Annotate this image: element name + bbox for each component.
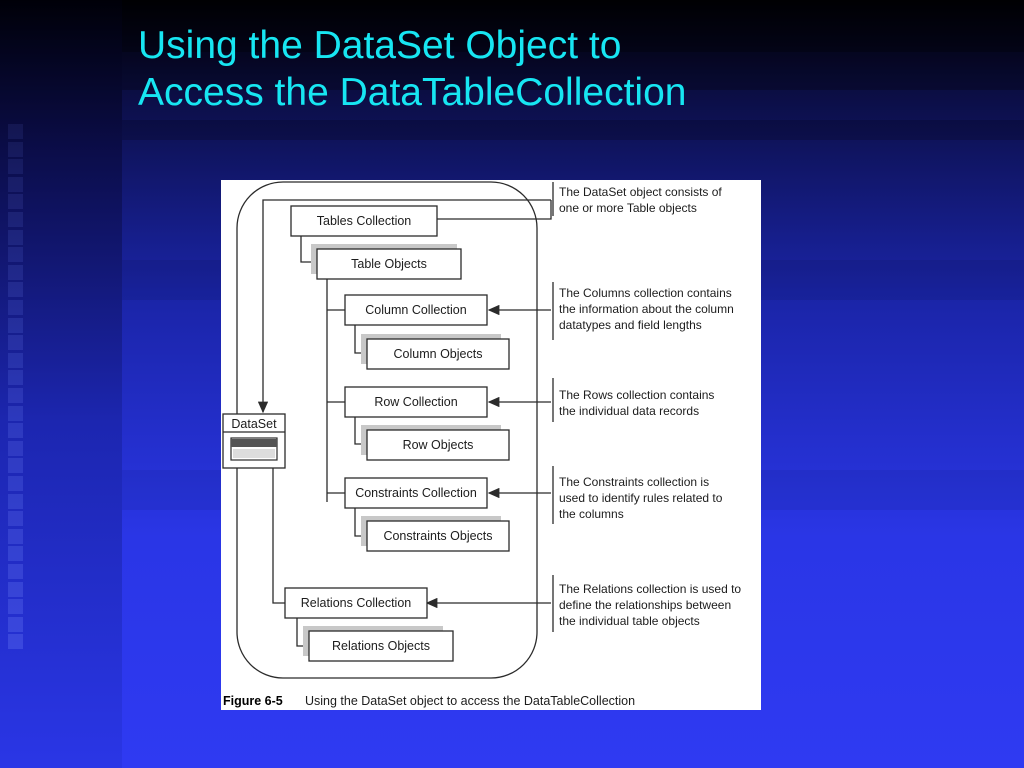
diagram-svg: DataSet Tables Collection Table Objects … xyxy=(222,181,741,708)
annotation-line: The Relations collection is used to xyxy=(559,582,741,596)
decor-square xyxy=(8,440,23,456)
annotation-dataset: The DataSet object consists of one or mo… xyxy=(559,185,722,215)
relations-objects-box: Relations Objects xyxy=(303,626,454,662)
annotation-line: The Columns collection contains xyxy=(559,286,732,300)
annotation-line: The Rows collection contains xyxy=(559,388,714,402)
decor-square xyxy=(8,212,23,227)
annotation-line: datatypes and field lengths xyxy=(559,318,702,332)
decor-square xyxy=(8,528,23,544)
decor-square xyxy=(8,229,23,245)
dataset-label: DataSet xyxy=(231,417,277,431)
table-objects-label: Table Objects xyxy=(351,257,427,271)
side-decoration-strip xyxy=(0,0,122,768)
tree-connectors xyxy=(272,236,367,647)
column-collection-box: Column Collection xyxy=(344,294,488,326)
annotation-columns: The Columns collection contains the info… xyxy=(559,286,734,332)
column-collection-label: Column Collection xyxy=(365,303,466,317)
constraints-objects-label: Constraints Objects xyxy=(383,529,492,543)
annotation-line: used to identify rules related to xyxy=(559,491,723,505)
relations-collection-label: Relations Collection xyxy=(301,596,412,610)
row-collection-box: Row Collection xyxy=(344,386,488,418)
tables-collection-label: Tables Collection xyxy=(317,214,412,228)
row-objects-box: Row Objects xyxy=(361,425,510,461)
column-objects-label: Column Objects xyxy=(394,347,483,361)
decor-square xyxy=(8,282,23,298)
decor-square xyxy=(8,511,23,527)
decor-square xyxy=(8,493,23,509)
decor-square xyxy=(8,317,23,333)
annotation-constraints: The Constraints collection is used to id… xyxy=(559,475,723,521)
annotation-line: the individual table objects xyxy=(559,614,700,628)
tables-collection-box: Tables Collection xyxy=(290,205,438,237)
decor-square xyxy=(8,423,23,439)
relations-collection-box: Relations Collection xyxy=(284,587,428,619)
annotation-line: the individual data records xyxy=(559,404,699,418)
annotation-line: the columns xyxy=(559,507,624,521)
decor-square xyxy=(8,546,23,562)
decor-square xyxy=(8,194,23,210)
decor-square xyxy=(8,141,23,157)
column-objects-box: Column Objects xyxy=(361,334,510,370)
decor-band xyxy=(122,52,1024,90)
table-objects-box: Table Objects xyxy=(311,244,462,280)
title-line-1: Using the DataSet Object to xyxy=(138,24,622,67)
decor-square xyxy=(8,352,23,368)
decor-square xyxy=(8,335,23,351)
relations-objects-label: Relations Objects xyxy=(332,639,430,653)
decor-square xyxy=(8,176,23,192)
dataset-node: DataSet xyxy=(222,413,286,469)
decor-square xyxy=(8,476,23,491)
figure-caption: Figure 6-5 Using the DataSet object to a… xyxy=(223,694,635,708)
decor-square xyxy=(8,370,23,386)
decor-square xyxy=(8,247,23,263)
decor-square xyxy=(8,581,23,597)
dataset-diagram-figure: DataSet Tables Collection Table Objects … xyxy=(221,180,761,710)
annotation-line: the information about the column xyxy=(559,302,734,316)
figure-caption-number: Figure 6-5 xyxy=(223,694,283,708)
decor-square xyxy=(8,634,23,650)
decor-square xyxy=(8,564,23,579)
slide-title: Using the DataSet Object to Access the D… xyxy=(138,22,858,116)
decor-band xyxy=(122,0,1024,52)
decor-square xyxy=(8,264,23,280)
decor-square xyxy=(8,458,23,474)
annotation-line: define the relationships between xyxy=(559,598,731,612)
title-line-2: Access the DataTableCollection xyxy=(138,71,687,114)
decor-square xyxy=(8,124,23,139)
dataset-arrows xyxy=(257,199,552,609)
annotation-rows: The Rows collection contains the individ… xyxy=(559,388,714,418)
annotation-line: The Constraints collection is xyxy=(559,475,709,489)
decor-square xyxy=(8,159,23,175)
figure-caption-text: Using the DataSet object to access the D… xyxy=(305,694,635,708)
decor-square xyxy=(8,405,23,421)
row-objects-label: Row Objects xyxy=(403,438,474,452)
decor-band xyxy=(122,120,1024,140)
decor-square xyxy=(8,599,23,615)
decor-square xyxy=(8,616,23,632)
constraints-objects-box: Constraints Objects xyxy=(361,516,510,552)
decor-square xyxy=(8,388,23,403)
annotation-line: one or more Table objects xyxy=(559,201,697,215)
constraints-collection-box: Constraints Collection xyxy=(344,477,488,509)
annotation-line: The DataSet object consists of xyxy=(559,185,722,199)
row-collection-label: Row Collection xyxy=(374,395,457,409)
constraints-collection-label: Constraints Collection xyxy=(355,486,477,500)
annotation-relations: The Relations collection is used to defi… xyxy=(559,582,741,628)
decor-square xyxy=(8,300,23,315)
